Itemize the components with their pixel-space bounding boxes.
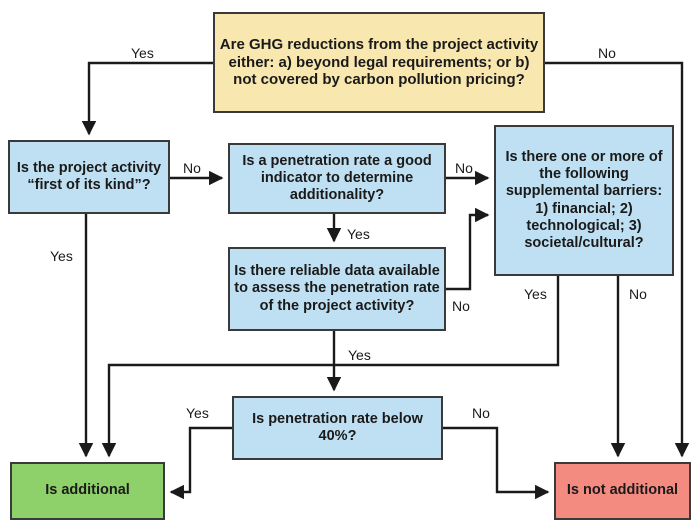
node-first-of-its-kind-question[interactable]: Is the project activity “first of its ki…	[8, 140, 170, 214]
edge-label-reliable-data-yes: Yes	[348, 347, 371, 363]
edge-label-ghg-yes: Yes	[131, 45, 154, 61]
edge-label-indicator-yes: Yes	[347, 226, 370, 242]
node-reliable-data-question[interactable]: Is there reliable data available to asse…	[228, 247, 446, 331]
edge-label-ghg-no: No	[598, 45, 616, 61]
edge-below40-no	[443, 426, 550, 500]
node-penetration-below-40-question[interactable]: Is penetration rate below 40%?	[232, 396, 443, 460]
edge-label-below40-no: No	[472, 405, 490, 421]
edge-label-first-of-its-kind-yes: Yes	[50, 248, 73, 264]
node-is-additional-outcome[interactable]: Is additional	[10, 462, 165, 520]
edge-label-below40-yes: Yes	[186, 405, 209, 421]
node-label: Is there reliable data available to asse…	[234, 263, 440, 314]
node-label: Is the project activity “first of its ki…	[16, 159, 162, 193]
edge-label-barriers-no: No	[629, 286, 647, 302]
edge-label-indicator-no: No	[455, 160, 473, 176]
edge-label-barriers-yes: Yes	[524, 286, 547, 302]
node-label: Is not additional	[566, 482, 679, 499]
node-label: Is additional	[45, 482, 130, 499]
node-label: Are GHG reductions from the project acti…	[219, 35, 539, 89]
node-label: Is a penetration rate a good indicator t…	[242, 152, 432, 204]
edge-reliable-no	[446, 207, 490, 291]
node-label: Is there one or more of the following su…	[505, 149, 663, 251]
edge-label-reliable-data-no: No	[452, 298, 470, 314]
node-ghg-reductions-question[interactable]: Are GHG reductions from the project acti…	[213, 12, 545, 113]
edge-below40-yes	[169, 426, 232, 500]
edge-ghg-yes	[81, 61, 213, 136]
edge-label-first-of-its-kind-no: No	[183, 160, 201, 176]
edge-barriers-yes	[101, 276, 560, 458]
node-is-not-additional-outcome[interactable]: Is not additional	[554, 462, 691, 520]
node-label: Is penetration rate below 40%?	[252, 410, 423, 444]
node-supplemental-barriers-question[interactable]: Is there one or more of the following su…	[494, 125, 674, 276]
node-penetration-rate-indicator-question[interactable]: Is a penetration rate a good indicator t…	[228, 143, 446, 214]
edge-ghg-no	[545, 61, 690, 458]
